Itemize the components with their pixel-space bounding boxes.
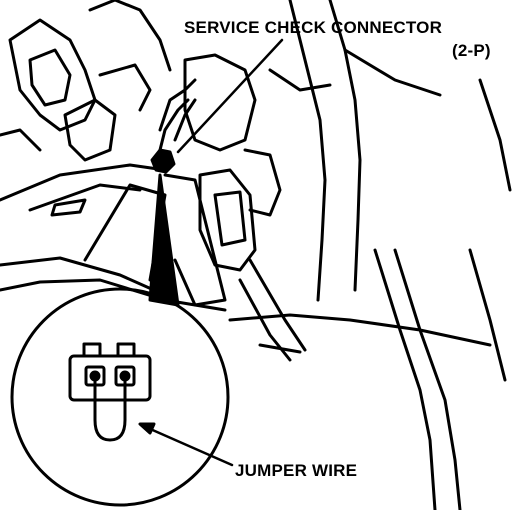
jumper-arrow-head <box>138 422 156 435</box>
callout-cone <box>148 173 180 307</box>
jumper-wire-label: JUMPER WIRE <box>235 461 358 480</box>
inset-connector <box>68 342 152 402</box>
jumper-leader-line <box>146 426 234 467</box>
jumper-wire <box>93 378 127 442</box>
service-check-connector-label: SERVICE CHECK CONNECTOR <box>184 18 443 37</box>
service-check-connector-body <box>150 98 190 174</box>
connector-leader-line <box>176 38 284 154</box>
connector-pin-count-label: (2-P) <box>452 41 491 60</box>
inset-circle <box>10 287 230 507</box>
